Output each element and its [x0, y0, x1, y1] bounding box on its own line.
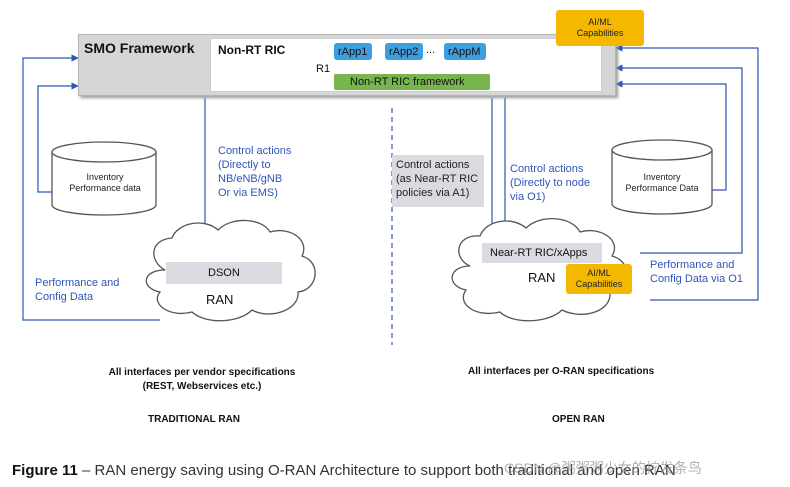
- rapp1-box: [334, 43, 372, 60]
- rapp2-label: rApp2: [389, 46, 419, 58]
- ai-ml-ran-label: AI/ML Capabilities: [575, 268, 623, 289]
- right-database-cylinder: [611, 139, 713, 215]
- left-ran-label: RAN: [206, 292, 234, 307]
- csdn-watermark: CSDN @粥粥粥少女的拧发条鸟: [504, 460, 702, 476]
- rappm-box: [444, 43, 486, 60]
- right-db-label: Inventory Performance Data: [625, 172, 699, 193]
- left-db-label: Inventory Performance data: [69, 172, 141, 193]
- dson-box: [166, 262, 282, 284]
- smo-title: SMO Framework: [84, 40, 195, 56]
- non-rt-ric-framework-bar: [334, 74, 490, 90]
- left-database-cylinder: [51, 141, 157, 216]
- ai-ml-top-box: [556, 10, 644, 46]
- dson-label: DSON: [208, 267, 240, 279]
- right-perf-text: Performance and Config Data via O1: [650, 259, 743, 285]
- r1-label: R1: [316, 63, 331, 75]
- left-interfaces-text: All interfaces per vendor specifications…: [108, 367, 296, 392]
- left-perf-text: Performance and Config Data: [35, 277, 120, 303]
- right-near-rt-control-text: Control actions (as Near-RT RIC policies…: [396, 159, 479, 199]
- rapp2-box: [385, 43, 423, 60]
- figure-caption-text: – RAN energy saving using O-RAN Architec…: [77, 462, 676, 479]
- non-rt-ric-framework-label: Non-RT RIC framework: [350, 76, 465, 88]
- right-section-title: OPEN RAN: [552, 414, 605, 425]
- figure-caption: Figure 11 – RAN energy saving using O-RA…: [12, 462, 676, 479]
- left-section-title: TRADITIONAL RAN: [148, 414, 241, 425]
- non-rt-ric-title: Non-RT RIC: [218, 43, 286, 57]
- right-outer-loop-arrow: [615, 44, 759, 301]
- ai-ml-ran-box: [566, 264, 632, 294]
- right-interfaces-text: All interfaces per O-RAN specifications: [468, 366, 655, 377]
- rapp1-label: rApp1: [338, 46, 368, 58]
- right-inventory-loop-arrow: [615, 80, 727, 191]
- left-control-text: Control actions (Directly to NB/eNB/gNB …: [218, 145, 292, 199]
- left-perf-loop-arrow: [22, 54, 160, 321]
- right-o1-control-text: Control actions (Directly to node via O1…: [510, 163, 591, 203]
- left-inventory-loop-arrow: [37, 82, 79, 193]
- ai-ml-top-label: AI/ML Capabilities: [576, 17, 624, 38]
- right-perf-loop-arrow: [615, 64, 743, 254]
- figure-caption-label: Figure 11: [12, 462, 78, 479]
- right-near-rt-control-box: [392, 155, 484, 207]
- near-rt-ric-box: [482, 243, 602, 263]
- rappm-label: rAppM: [448, 46, 481, 58]
- near-rt-ric-label: Near-RT RIC/xApps: [490, 247, 588, 259]
- right-ran-label: RAN: [528, 270, 556, 285]
- rapp-ellipsis: ...: [426, 44, 436, 56]
